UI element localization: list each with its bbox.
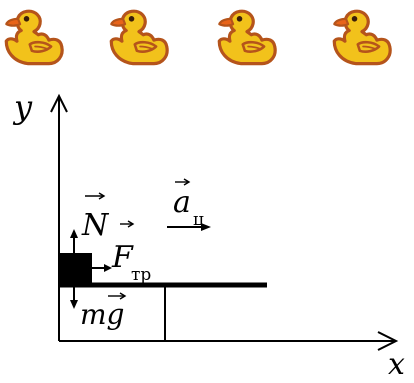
duck-icon	[109, 9, 169, 66]
x-axis-label: x	[388, 347, 405, 382]
y-axis-label: y	[12, 88, 33, 126]
x-axis-arrowhead	[377, 331, 399, 351]
normal-force-label: N	[81, 208, 110, 243]
friction-force-subscript: тр	[131, 265, 151, 285]
duck-icon	[4, 9, 64, 66]
duck-icon	[332, 9, 392, 66]
acceleration-arrowhead	[201, 223, 211, 231]
block	[59, 253, 92, 284]
acceleration-label: a	[173, 185, 191, 220]
friction-force-arrowhead	[104, 264, 112, 272]
normal-force-arrowhead	[70, 229, 78, 238]
duck-icon	[217, 9, 277, 66]
force-vectors	[70, 223, 211, 309]
gravity-force-label: mg	[80, 298, 124, 331]
ducks-row	[4, 9, 392, 66]
gravity-force-arrowhead	[70, 300, 78, 309]
rotating-platform	[58, 282, 267, 341]
y-axis-arrowhead	[50, 93, 68, 113]
vector-overarrows	[85, 178, 191, 300]
acceleration-subscript: ц	[193, 210, 204, 230]
friction-force-label: F	[111, 240, 134, 275]
